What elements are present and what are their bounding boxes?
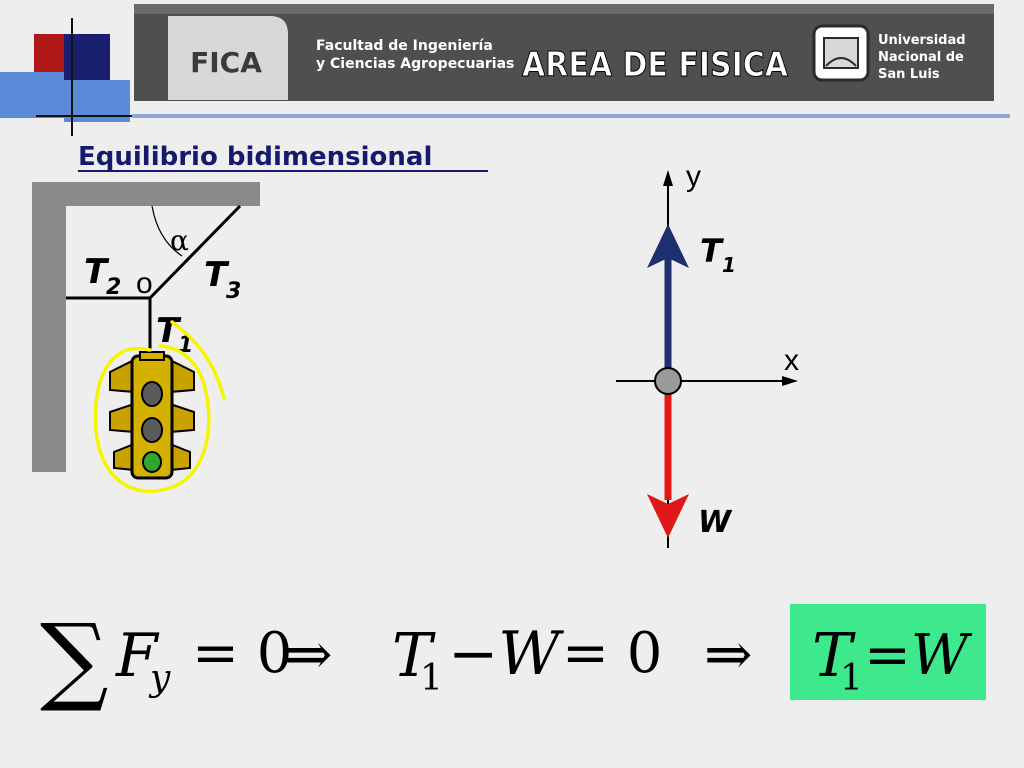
- tension-symbol: T: [392, 621, 436, 691]
- force-subscript-y: y: [148, 658, 171, 699]
- angle-label: α: [170, 224, 189, 257]
- implies-arrow-1: ⇒: [284, 620, 333, 688]
- particle-point: [654, 367, 682, 395]
- y-axis-arrowhead: [663, 170, 673, 186]
- yellow-lamp: [141, 417, 163, 443]
- red-lamp: [141, 381, 163, 407]
- highlight-circle: [93, 320, 226, 493]
- slide-title: Equilibrio bidimensional: [78, 142, 432, 172]
- faculty-line-1: Facultad de Ingeniería: [316, 38, 493, 54]
- t1-label: T: [700, 232, 724, 270]
- tension-2-label: T: [84, 252, 110, 292]
- knot-label: o: [136, 267, 153, 300]
- tension-3-subscript: 3: [226, 279, 241, 304]
- result-tension-subscript: 1: [840, 658, 863, 699]
- area-title: AREA DE FISICA: [522, 45, 789, 85]
- sum-symbol: ∑: [40, 603, 109, 715]
- string-t3: [148, 204, 242, 300]
- equilibrium-equation: ∑ F y = 0 ⇒ T 1 −W = 0 ⇒ T 1 =W: [40, 603, 973, 715]
- y-axis-label: y: [686, 160, 701, 193]
- wall: [32, 182, 66, 472]
- equals-zero-2: = 0: [562, 621, 662, 686]
- tension-3-label: T: [204, 255, 230, 295]
- free-body-diagram: y x T 1 W: [616, 160, 799, 548]
- green-lamp: [142, 451, 162, 473]
- deco-navy-square: [64, 34, 110, 84]
- w-arrowhead: [647, 494, 689, 538]
- tension-2-subscript: 2: [106, 275, 121, 300]
- x-axis-arrowhead: [782, 376, 798, 386]
- university-line-2: Nacional de: [878, 50, 964, 65]
- university-shield-icon: [812, 24, 870, 82]
- result-tension-symbol: T: [812, 621, 856, 691]
- faculty-line-2: y Ciencias Agropecuarias: [316, 56, 514, 72]
- t1-arrowhead: [647, 224, 689, 268]
- force-symbol: F: [115, 621, 160, 691]
- traffic-light-icon: [109, 351, 195, 480]
- ceiling: [32, 182, 260, 206]
- deco-blue-square: [0, 72, 64, 118]
- corner-decoration: [0, 18, 1010, 136]
- university-line-1: Universidad: [878, 33, 966, 48]
- w-label: W: [698, 505, 733, 540]
- header-top-stripe: [134, 4, 994, 14]
- fica-logo-plate: [168, 16, 288, 100]
- minus-weight: −W: [448, 619, 564, 689]
- equals-zero-1: = 0: [192, 621, 292, 686]
- setup-diagram: α T 2 o T 3 T 1: [32, 182, 260, 493]
- angle-arc: [151, 205, 183, 257]
- result-equals-weight: =W: [864, 623, 973, 688]
- implies-arrow-2: ⇒: [704, 620, 753, 688]
- x-axis-label: x: [784, 344, 799, 377]
- fica-logo-text: FICA: [190, 46, 262, 79]
- university-line-3: San Luis: [878, 67, 940, 82]
- header-banner: FICA Facultad de Ingeniería y Ciencias A…: [134, 4, 994, 101]
- t1-subscript: 1: [722, 253, 736, 277]
- tension-subscript: 1: [420, 658, 443, 699]
- result-box: [790, 604, 986, 700]
